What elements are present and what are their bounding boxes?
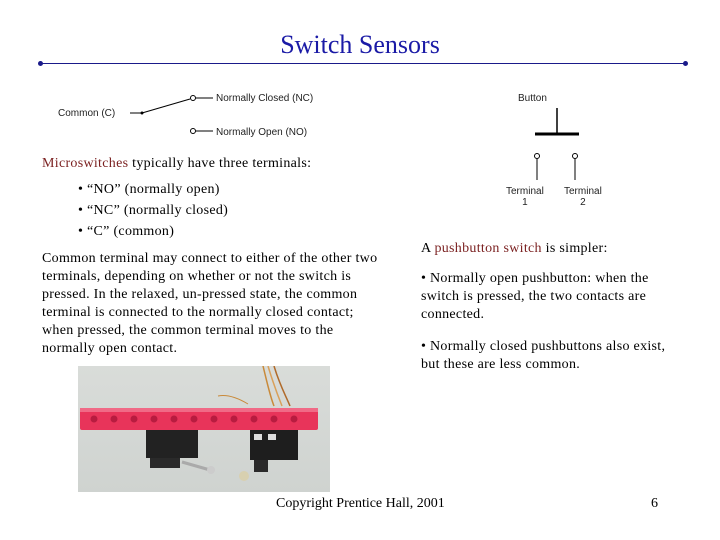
normally-open-bullet: • Normally open pushbutton: when the swi… <box>421 271 649 322</box>
microswitch-photo <box>78 366 330 492</box>
terminal1-dot <box>534 153 540 159</box>
title-rule <box>40 63 686 64</box>
pushbutton-intro-suffix: is simpler: <box>541 241 608 256</box>
microswitch-intro-rest: typically have three terminals: <box>128 156 312 171</box>
terminal2-dot <box>572 153 578 159</box>
bullet-nc: • “NC” (normally closed) <box>78 203 229 218</box>
pushbutton-switch-term: pushbutton switch <box>434 241 542 256</box>
normally-closed-bullet: • Normally closed pushbuttons also exist… <box>421 339 666 372</box>
photo-illustration <box>80 366 318 481</box>
no-terminal-dot <box>190 128 196 134</box>
nc-terminal-dot <box>190 95 196 101</box>
pushbutton-diagram <box>534 108 579 180</box>
no-label: Normally Open (NO) <box>216 127 308 138</box>
microswitch-intro: Microswitches typically have three termi… <box>42 155 382 173</box>
common-terminal-dot <box>140 111 144 115</box>
pushbutton-intro: A pushbutton switch is simpler: <box>421 240 681 258</box>
slide-title: Switch Sensors <box>280 30 440 59</box>
nc-label: Normally Closed (NC) <box>216 93 314 104</box>
page-number: 6 <box>651 496 658 511</box>
terminal2-label: Terminal 2 <box>564 186 602 208</box>
common-terminal-paragraph: Common terminal may connect to either of… <box>42 251 378 356</box>
common-label: Common (C) <box>58 108 116 119</box>
bullet-c: • “C” (common) <box>78 224 175 239</box>
microswitch-diagram <box>130 95 213 134</box>
microswitches-term: Microswitches <box>42 156 129 171</box>
pushbutton-intro-prefix: A <box>421 241 435 256</box>
bullet-no: • “NO” (normally open) <box>78 182 220 197</box>
rule-dot-left <box>38 61 43 66</box>
rule-dot-right <box>683 61 688 66</box>
terminal1-label: Terminal 1 <box>506 186 544 208</box>
switch-arm <box>141 98 191 114</box>
copyright-footer: Copyright Prentice Hall, 2001 <box>276 496 445 511</box>
button-label: Button <box>518 93 547 104</box>
